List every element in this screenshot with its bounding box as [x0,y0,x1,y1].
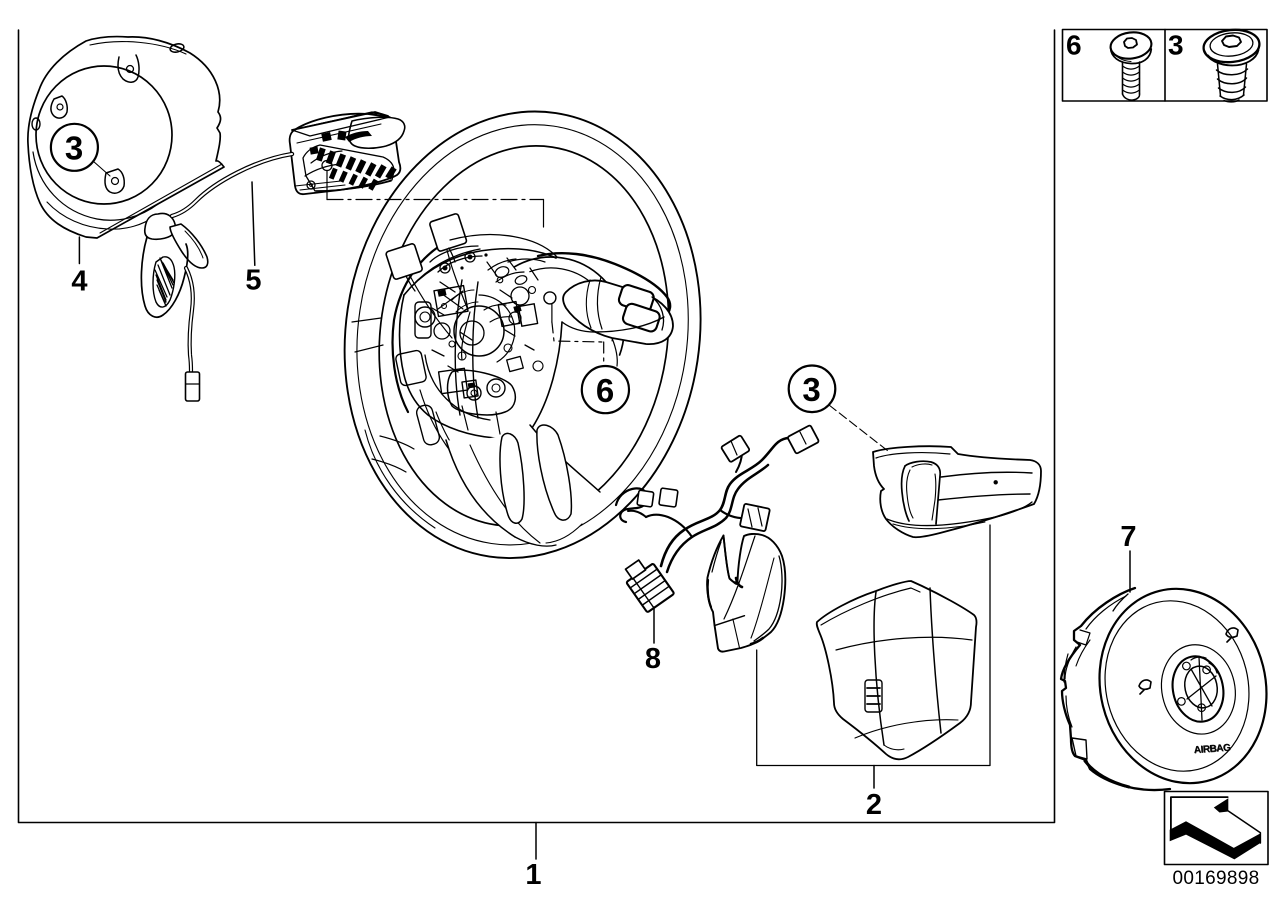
svg-text:5: 5 [245,265,261,297]
svg-text:3: 3 [1168,30,1184,61]
svg-text:6: 6 [1066,30,1082,61]
svg-text:AIRBAG: AIRBAG [1194,743,1232,757]
svg-text:7: 7 [1120,521,1136,553]
svg-text:AIRBAG: AIRBAG [1193,742,1231,756]
svg-text:2: 2 [866,789,882,821]
svg-text:6: 6 [596,372,614,409]
svg-text:4: 4 [71,266,87,298]
svg-text:00169898: 00169898 [1173,868,1260,889]
svg-text:3: 3 [802,371,820,408]
svg-text:8: 8 [645,643,661,675]
svg-text:3: 3 [65,130,83,167]
svg-text:1: 1 [525,859,541,891]
